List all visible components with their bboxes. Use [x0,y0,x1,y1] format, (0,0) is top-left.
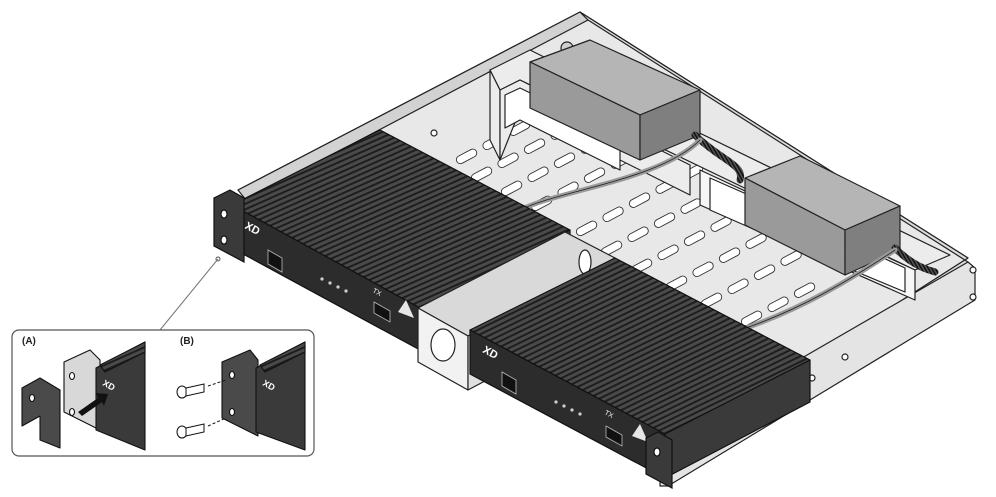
screw-icon [176,417,227,439]
rj45-port-icon [501,371,517,395]
inset-label-a: (A) [22,336,36,347]
status-leds-right [554,400,582,416]
inset-b-ear-and-device [221,341,306,451]
screw-icon [176,379,227,399]
callout-leader [159,256,221,331]
rj45-port-icon [267,249,283,273]
usb-port-icon [605,425,623,447]
status-leds-left [320,277,348,293]
device-port-left: TX [371,288,382,299]
inset-panel: XD (A) (B) XD [11,329,315,457]
device-port-right: TX [603,410,614,421]
rack-ear-left [213,189,245,263]
adder-logo-icon [398,300,414,318]
tray-floor-slots [455,106,816,327]
power-cables [517,131,939,333]
rack-ear-right [645,431,673,490]
usb-port-icon [373,301,391,323]
inset-label-b: (B) [180,336,194,347]
adder-logo-icon [632,424,648,442]
power-supply-1 [529,39,701,161]
inset-a-ear-and-device [21,341,146,451]
arrow-icon [78,393,108,416]
